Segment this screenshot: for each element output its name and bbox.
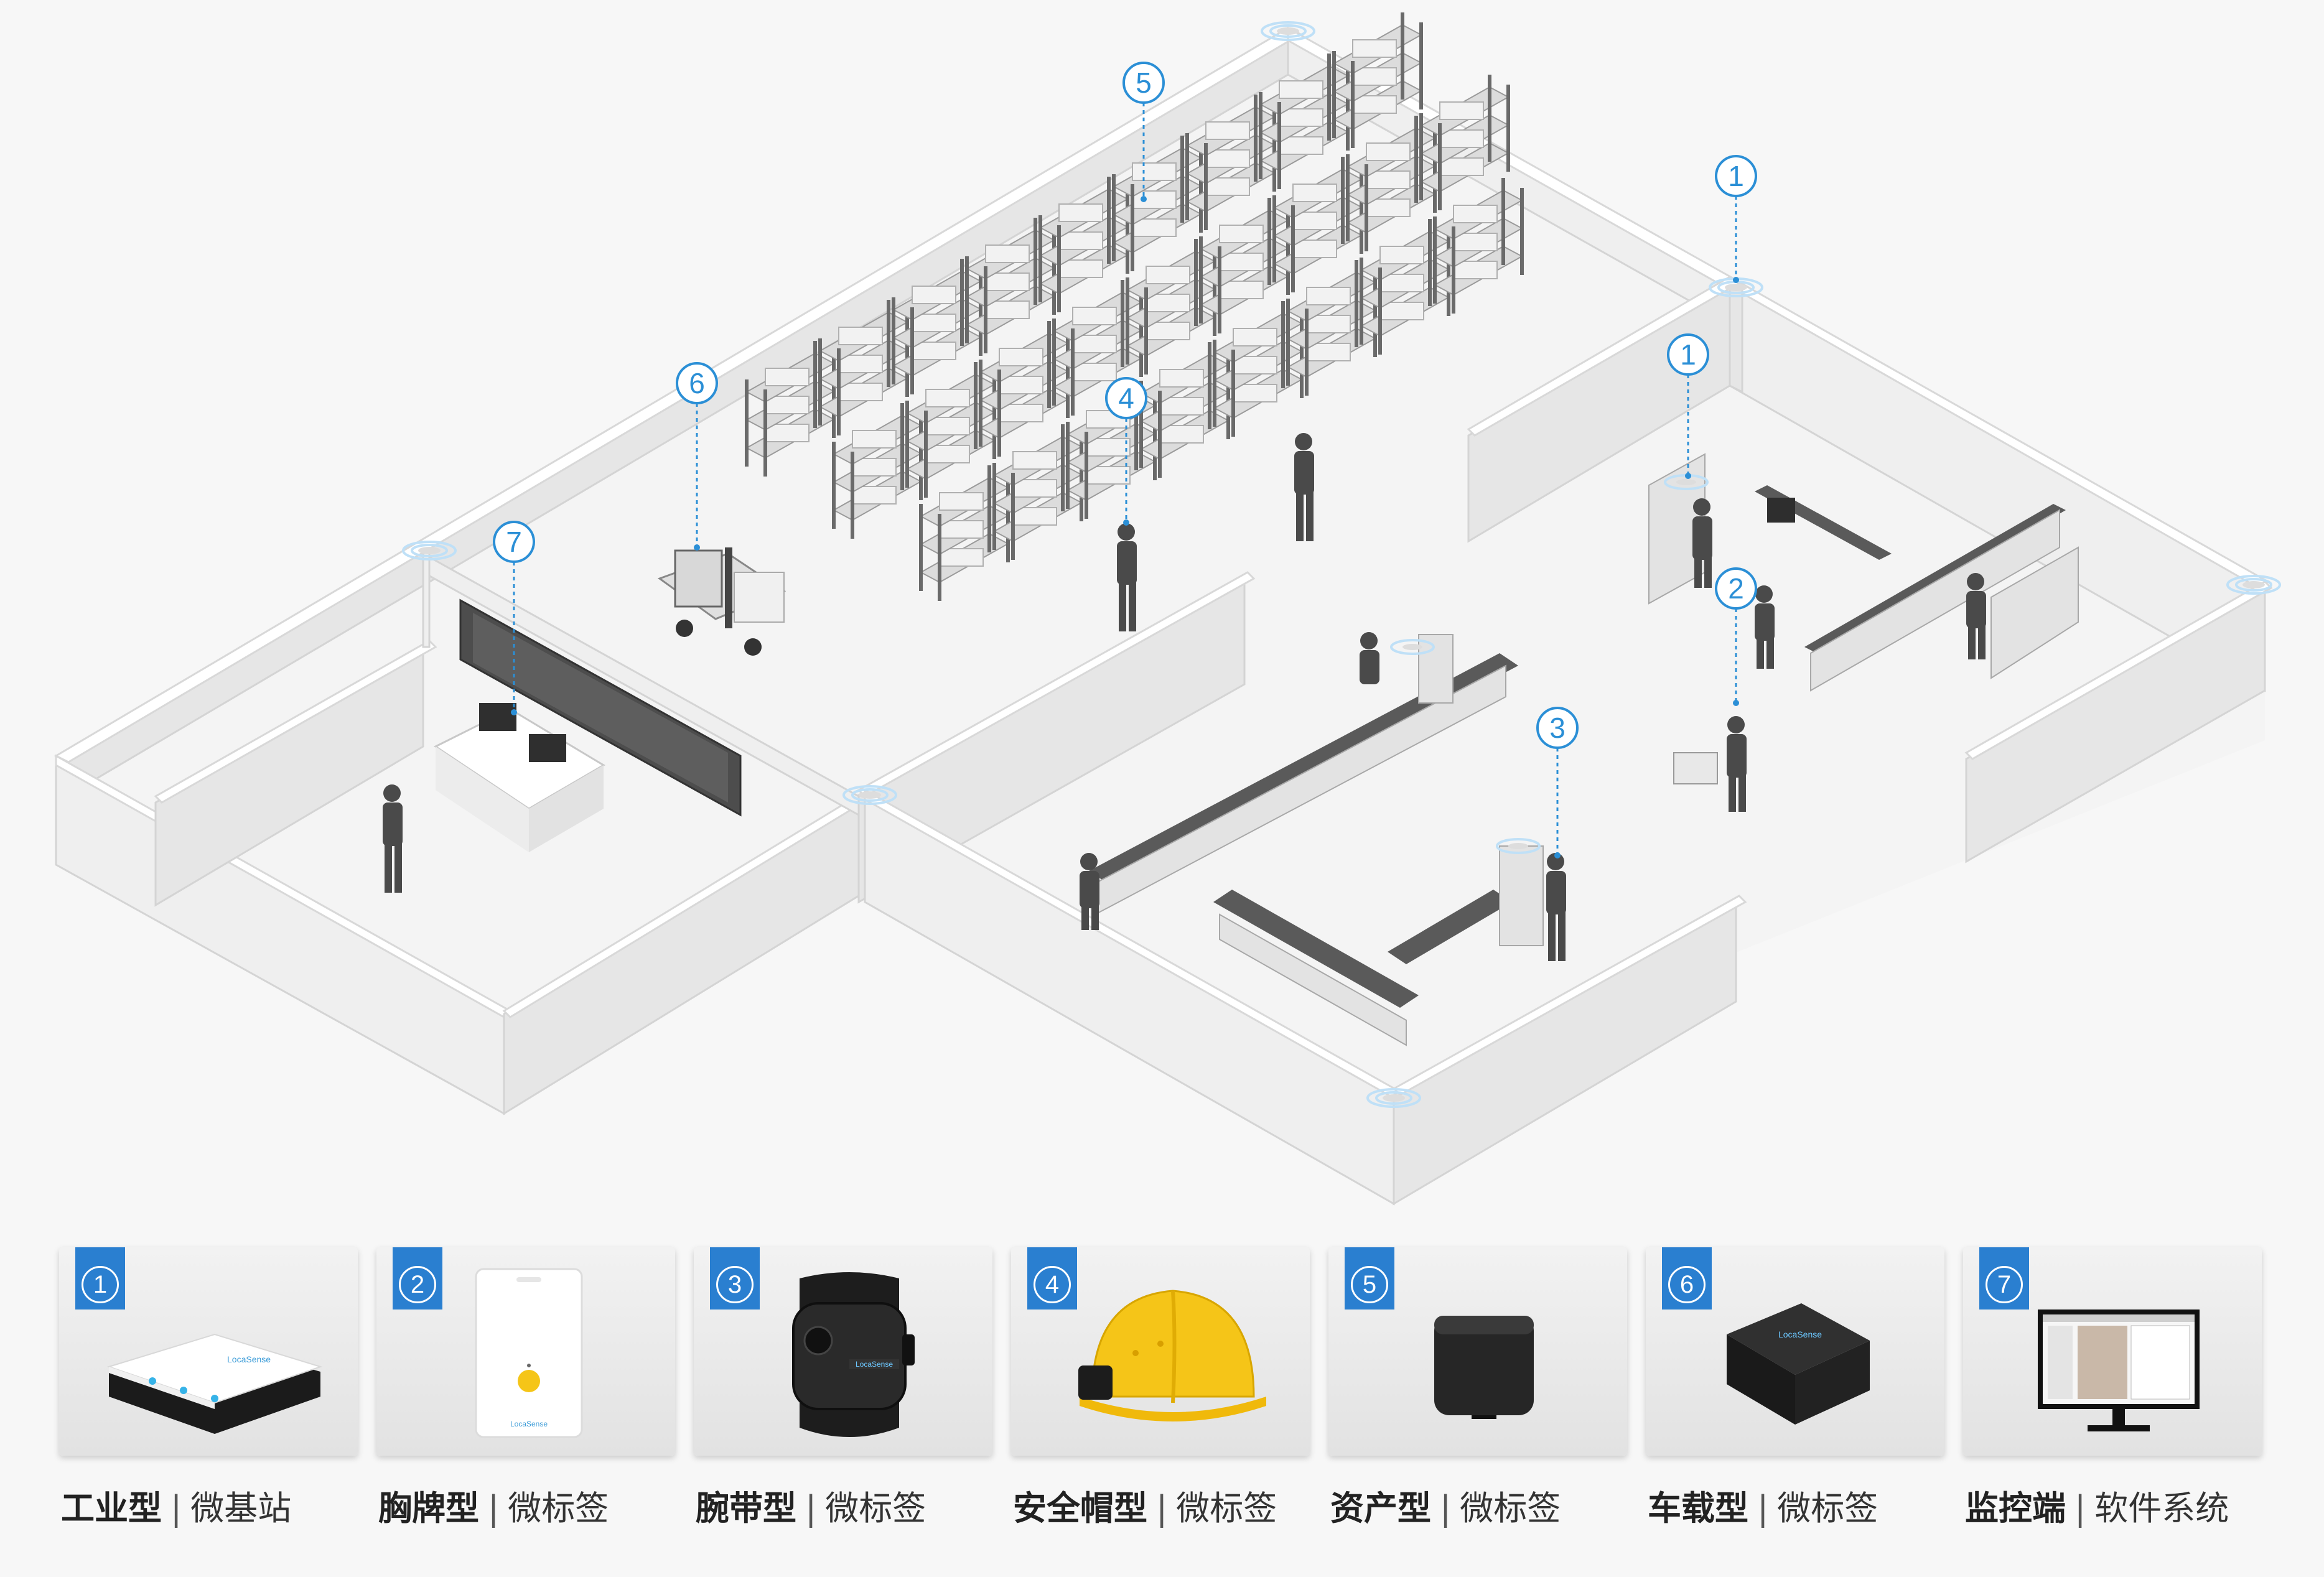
shelf-unit bbox=[1286, 260, 1377, 396]
shelf-unit bbox=[919, 465, 1010, 601]
svg-text:LocaSense: LocaSense bbox=[227, 1354, 271, 1364]
helmet-tag-icon bbox=[1078, 1290, 1266, 1421]
product-label-monitor: 监控端|软件系统 bbox=[1965, 1489, 2229, 1528]
svg-text:6: 6 bbox=[689, 367, 705, 399]
callout-6: 6 bbox=[676, 362, 718, 551]
svg-text:1: 1 bbox=[1728, 160, 1744, 192]
worker-badge bbox=[1755, 585, 1775, 669]
shelf-unit bbox=[1433, 178, 1524, 314]
svg-text:2: 2 bbox=[1728, 572, 1744, 605]
product-card-helmet-tag: 4 bbox=[1011, 1247, 1310, 1456]
callout-5: 5 bbox=[1122, 62, 1165, 202]
assembly-line-right bbox=[1648, 453, 2079, 692]
vehicle-tag-icon: LocaSense bbox=[1727, 1303, 1870, 1425]
product-label-asset-tag: 资产型|微标签 bbox=[1330, 1489, 1561, 1528]
svg-text:LocaSense: LocaSense bbox=[856, 1360, 893, 1369]
shelf-unit bbox=[1126, 239, 1216, 374]
wristband-tag-icon: LocaSense bbox=[792, 1272, 915, 1437]
assembly-line-center bbox=[1089, 634, 1544, 1046]
warehouse-shelving bbox=[745, 12, 1524, 601]
shelf-unit bbox=[832, 403, 923, 539]
worker-line-left bbox=[1080, 853, 1099, 930]
shelf-unit bbox=[745, 341, 836, 477]
shelf-unit bbox=[1259, 53, 1350, 189]
svg-text:1: 1 bbox=[1680, 338, 1696, 371]
callout-7: 7 bbox=[493, 521, 535, 715]
asset-tag-icon bbox=[1434, 1316, 1534, 1419]
product-number-badge: 4 bbox=[1027, 1247, 1077, 1310]
svg-text:LocaSense: LocaSense bbox=[1778, 1329, 1822, 1339]
product-card-vehicle-tag: 6 LocaSense bbox=[1646, 1247, 1944, 1456]
product-card-badge-tag: 2 LocaSense bbox=[376, 1247, 675, 1456]
shelf-unit bbox=[905, 362, 996, 498]
product-number-badge: 2 bbox=[393, 1247, 442, 1310]
shelf-unit bbox=[1038, 177, 1129, 312]
worker-far-right bbox=[1966, 573, 1986, 659]
shelf-unit bbox=[1112, 136, 1203, 271]
shelf-unit bbox=[818, 300, 909, 435]
svg-text:4: 4 bbox=[1118, 382, 1134, 414]
shelf-unit bbox=[1360, 219, 1450, 355]
shelf-unit bbox=[1272, 157, 1363, 292]
shelf-unit bbox=[979, 321, 1070, 457]
shelf-unit bbox=[1185, 95, 1276, 230]
svg-text:3: 3 bbox=[1549, 712, 1566, 744]
callout-3: 3 bbox=[1536, 707, 1579, 858]
worker-helmet bbox=[1117, 523, 1137, 631]
forklift bbox=[657, 547, 786, 656]
shelf-unit bbox=[1052, 280, 1143, 416]
shelf-unit bbox=[1419, 75, 1510, 210]
worker-line-top bbox=[1360, 632, 1379, 684]
svg-text:5: 5 bbox=[1136, 67, 1152, 99]
shelf-unit bbox=[1213, 301, 1304, 437]
shelf-unit bbox=[965, 218, 1056, 353]
worker-cart bbox=[1673, 716, 1747, 812]
product-number-badge: 1 bbox=[75, 1247, 125, 1310]
product-card-wristband-tag: 3 LocaSense bbox=[694, 1247, 992, 1456]
callout-2: 2 bbox=[1715, 567, 1757, 706]
product-card-asset-tag: 5 bbox=[1328, 1247, 1627, 1456]
shelf-unit bbox=[892, 259, 982, 394]
product-card-base-station: 1 LocaSense bbox=[59, 1247, 358, 1456]
product-number-badge: 5 bbox=[1345, 1247, 1394, 1310]
callout-4: 4 bbox=[1105, 377, 1147, 526]
product-label-base-station: 工业型|微基站 bbox=[61, 1489, 292, 1528]
product-label-wristband-tag: 腕带型|微标签 bbox=[696, 1489, 926, 1528]
base-station-icon: LocaSense bbox=[106, 1333, 323, 1434]
badge-tag-icon: LocaSense bbox=[475, 1268, 583, 1438]
factory-floor-diagram: 5 1 1 6 4 7 2 3 bbox=[54, 12, 2281, 1206]
shelf-unit bbox=[1139, 342, 1230, 478]
wall-right-partition bbox=[1729, 282, 1743, 394]
shelf-unit bbox=[992, 424, 1083, 560]
control-desk bbox=[434, 703, 605, 852]
product-label-vehicle-tag: 车载型|微标签 bbox=[1648, 1489, 1878, 1528]
callout-1-room: 1 bbox=[1667, 333, 1709, 479]
video-wall bbox=[459, 598, 742, 817]
worker-right-room bbox=[1692, 498, 1712, 588]
shelf-unit bbox=[1346, 116, 1437, 251]
operator-control-room bbox=[383, 784, 403, 893]
shelf-unit bbox=[1199, 198, 1290, 333]
worker-warehouse bbox=[1294, 433, 1314, 541]
svg-text:LocaSense: LocaSense bbox=[510, 1420, 548, 1428]
product-label-badge-tag: 胸牌型|微标签 bbox=[378, 1489, 609, 1528]
product-card-monitor: 7 bbox=[1963, 1247, 2262, 1456]
svg-text:7: 7 bbox=[506, 526, 522, 558]
product-number-badge: 3 bbox=[710, 1247, 760, 1310]
shelf-unit bbox=[1332, 12, 1423, 148]
product-number-badge: 6 bbox=[1662, 1247, 1712, 1310]
product-number-badge: 7 bbox=[1979, 1247, 2029, 1310]
monitor-icon bbox=[2038, 1310, 2200, 1431]
product-label-helmet-tag: 安全帽型|微标签 bbox=[1013, 1489, 1277, 1528]
base-station-markers bbox=[402, 21, 2281, 1108]
callout-1-top: 1 bbox=[1715, 155, 1757, 283]
